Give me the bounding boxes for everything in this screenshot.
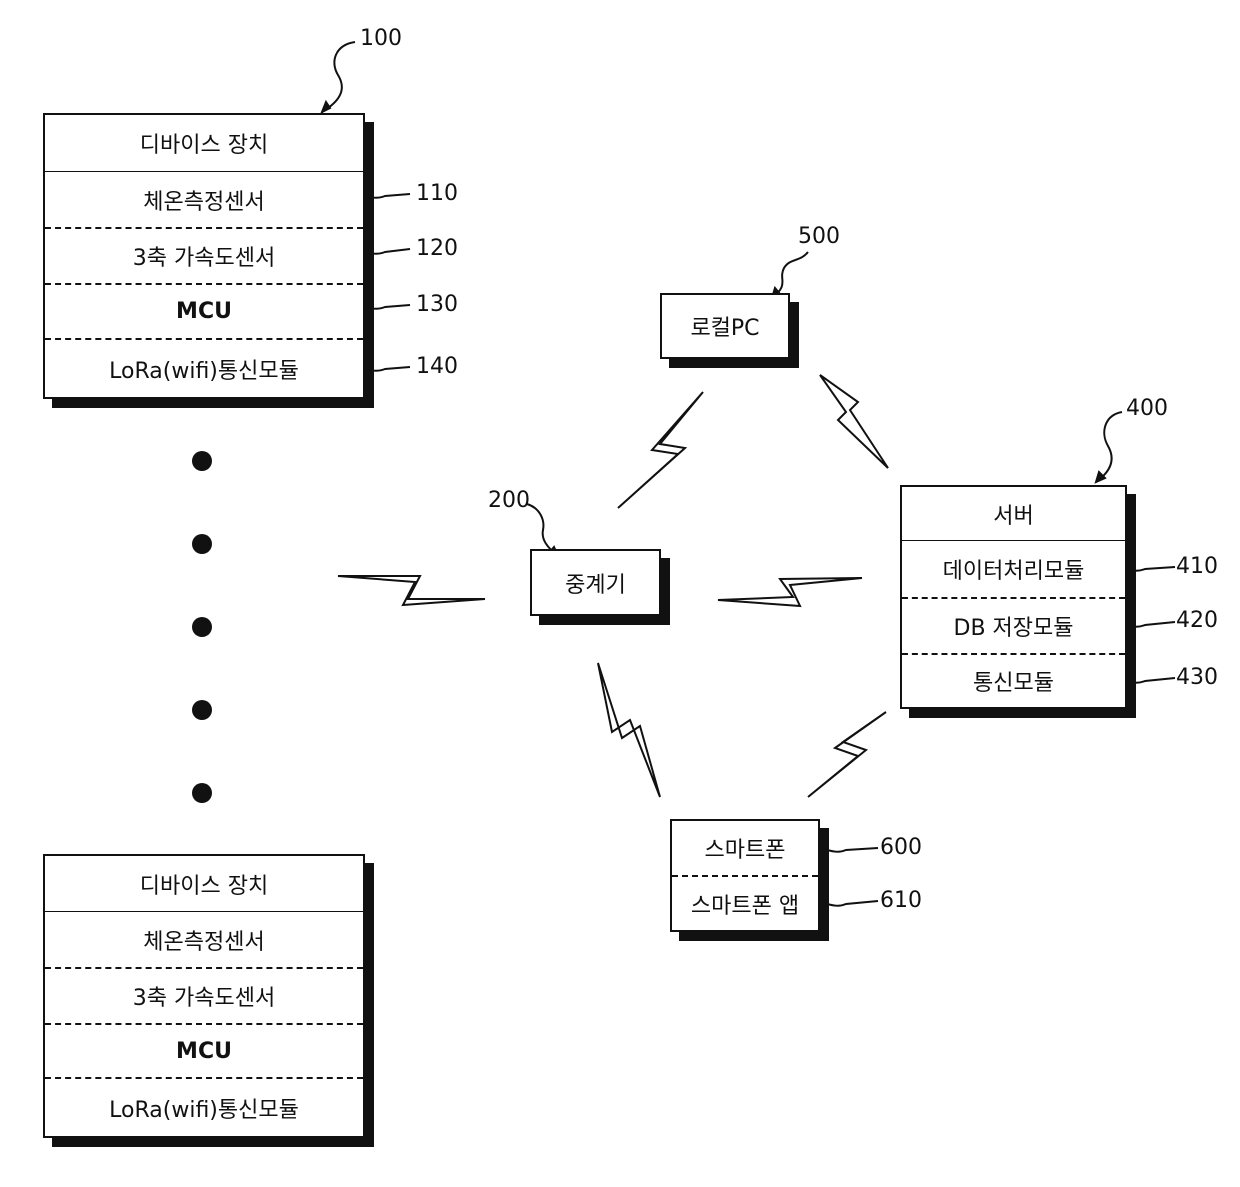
server-box: 서버 데이터처리모듈 DB 저장모듈 통신모듈 [900, 485, 1127, 709]
mcu: MCU [45, 1023, 363, 1077]
ellipsis-dot [192, 617, 212, 637]
ref-600: 600 [880, 837, 922, 859]
device-title: 디바이스 장치 [45, 115, 363, 172]
ref-400: 400 [1126, 398, 1168, 420]
ref-430: 430 [1176, 667, 1218, 689]
repeater-box: 중계기 [530, 549, 661, 616]
ref-100: 100 [360, 28, 402, 50]
ref-200: 200 [488, 490, 530, 512]
ref-130: 130 [416, 294, 458, 316]
communication-module: 통신모듈 [902, 653, 1125, 707]
repeater-label: 중계기 [532, 551, 659, 614]
leader-400-arrow [1096, 472, 1105, 482]
smartphone-box: 스마트폰 스마트폰 앱 [670, 819, 820, 932]
local-pc-box: 로컬PC [660, 293, 790, 359]
lora-module: LoRa(wifi)통신모듈 [45, 1077, 363, 1136]
ellipsis-dot [192, 534, 212, 554]
local-pc-label: 로컬PC [662, 295, 788, 357]
lightning-repeater-smartphone [598, 663, 660, 797]
device-box-bottom: 디바이스 장치 체온측정센서 3축 가속도센서 MCU LoRa(wifi)통신… [43, 854, 365, 1138]
lightning-repeater-server [718, 578, 862, 606]
ellipsis-dot [192, 700, 212, 720]
data-processing-module: 데이터처리모듈 [902, 541, 1125, 597]
ellipsis-dot [192, 451, 212, 471]
temperature-sensor: 체온측정센서 [45, 912, 363, 967]
lightning-localpc-server [820, 375, 888, 468]
lightning-repeater-localpc [618, 392, 703, 508]
smartphone-app: 스마트폰 앱 [672, 875, 818, 930]
accelerometer-sensor: 3축 가속도센서 [45, 227, 363, 283]
leader-100-arrow [322, 102, 330, 112]
leader-100 [322, 42, 355, 112]
ref-410: 410 [1176, 556, 1218, 578]
temperature-sensor: 체온측정센서 [45, 172, 363, 227]
smartphone-title: 스마트폰 [672, 821, 818, 875]
ref-610: 610 [880, 890, 922, 912]
server-title: 서버 [902, 487, 1125, 541]
mcu: MCU [45, 283, 363, 338]
lora-module: LoRa(wifi)통신모듈 [45, 338, 363, 397]
ref-120: 120 [416, 238, 458, 260]
accelerometer-sensor: 3축 가속도센서 [45, 967, 363, 1023]
ref-420: 420 [1176, 610, 1218, 632]
device-title: 디바이스 장치 [45, 856, 363, 912]
ref-110: 110 [416, 183, 458, 205]
lightning-device-repeater [338, 576, 485, 605]
lightning-server-smartphone [808, 712, 886, 797]
ref-500: 500 [798, 226, 840, 248]
ref-140: 140 [416, 356, 458, 378]
ellipsis-dot [192, 783, 212, 803]
db-storage-module: DB 저장모듈 [902, 597, 1125, 653]
device-box-top: 디바이스 장치 체온측정센서 3축 가속도센서 MCU LoRa(wifi)통신… [43, 113, 365, 399]
